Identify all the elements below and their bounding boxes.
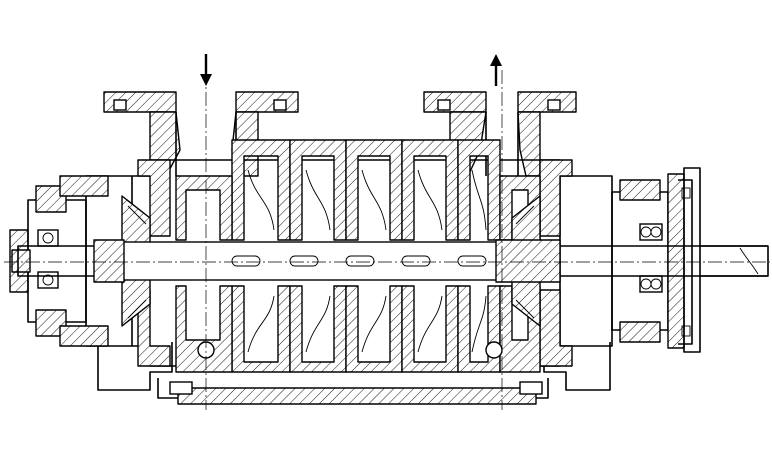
stage-2-lower — [289, 285, 347, 373]
stage-5-upper — [457, 139, 501, 241]
stage-1-lower — [231, 285, 291, 373]
non-drive-end-bearing-housing — [559, 167, 701, 353]
stage-3-upper — [345, 139, 403, 241]
base-frame — [97, 342, 611, 405]
suction-nozzle — [103, 91, 299, 177]
suction-flow-arrow — [200, 54, 212, 86]
stage-4-upper — [401, 139, 459, 241]
center-lines — [4, 70, 770, 410]
shaft — [17, 239, 769, 283]
stage-1-upper — [231, 139, 291, 241]
shaft-keyways — [231, 255, 487, 267]
coupling-hub — [678, 179, 693, 345]
discharge-flow-arrow — [490, 54, 502, 86]
stage-5-lower — [457, 285, 501, 373]
stage-3-lower — [345, 285, 403, 373]
stage-2-upper — [289, 139, 347, 241]
stage-4-lower — [401, 285, 459, 373]
pump-casing — [132, 159, 573, 367]
non-drive-end-seal — [511, 195, 541, 327]
suction-chamber — [175, 175, 233, 373]
